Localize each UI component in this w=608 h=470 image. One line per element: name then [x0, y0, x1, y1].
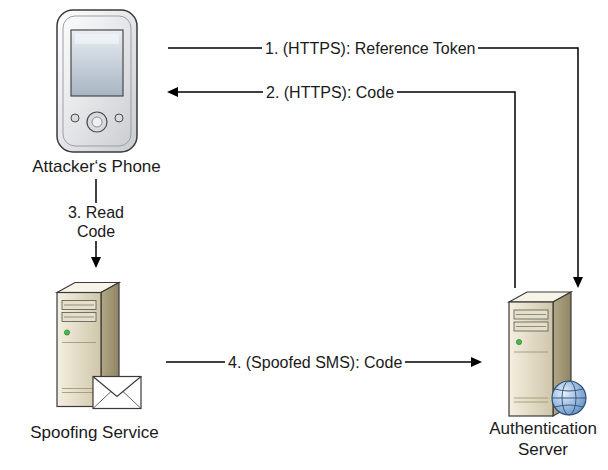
- icon-node: Authentication Server: [483, 288, 603, 460]
- server-icon: [43, 270, 147, 422]
- server-icon-part: [62, 313, 96, 322]
- server-icon-part: [516, 339, 521, 344]
- server-icon-part: [514, 352, 548, 353]
- server-icon-part: [555, 405, 583, 407]
- connector-line: [177, 92, 515, 288]
- server-icon-part: [62, 392, 96, 393]
- server-icon-part: [516, 314, 546, 315]
- server-icon-part: [93, 392, 111, 409]
- edge-label: 4. (Spoofed SMS): Code: [225, 353, 405, 372]
- server-icon-part: [552, 398, 586, 399]
- phone-icon-part: [75, 34, 119, 44]
- server-icon-part: [62, 301, 96, 310]
- icon-node: Attacker‘s Phone: [27, 6, 166, 177]
- server-icon-part: [64, 317, 94, 318]
- server-icon-part: [514, 322, 548, 331]
- connector: [168, 48, 583, 288]
- connector-line: [168, 48, 578, 278]
- server-icon-part: [62, 342, 96, 343]
- phone-icon-part: [87, 112, 107, 132]
- phone-icon-part: [92, 117, 102, 127]
- server-icon-part: [64, 330, 69, 335]
- server-icon-part: [93, 377, 141, 397]
- node-label: Authentication Server: [483, 418, 603, 460]
- server-icon-part: [509, 302, 553, 416]
- server-icon-part: [62, 388, 96, 389]
- arrow-head: [91, 257, 101, 268]
- phone-icon: [51, 6, 143, 156]
- arrow-head: [167, 87, 178, 97]
- phone-icon-part: [71, 30, 123, 96]
- server-icon-part: [64, 305, 94, 306]
- server-icon-part: [514, 402, 548, 403]
- arrow-head: [573, 277, 583, 288]
- node-label: Attacker‘s Phone: [27, 156, 166, 177]
- phone-icon-part: [57, 10, 137, 152]
- edge-label: 2. (HTTPS): Code: [263, 83, 397, 102]
- server-icon: [495, 288, 591, 418]
- server-icon-part: [93, 377, 141, 409]
- icon-node: Spoofing Service: [25, 270, 164, 443]
- arrow-head: [471, 357, 482, 367]
- connector: [167, 87, 515, 288]
- phone-icon-part: [71, 114, 79, 122]
- server-icon-part: [514, 398, 548, 399]
- server-icon-part: [514, 310, 548, 319]
- phone-icon-part: [115, 114, 123, 122]
- edge-label: 3. Read Code: [63, 203, 129, 241]
- server-icon-part: [555, 389, 583, 391]
- server-icon-part: [552, 381, 586, 415]
- server-icon-part: [516, 326, 546, 327]
- edge-label: 1. (HTTPS): Reference Token: [262, 39, 478, 58]
- node-label: Spoofing Service: [25, 422, 164, 443]
- phone-icon-part: [63, 16, 131, 146]
- server-icon-part: [123, 392, 141, 409]
